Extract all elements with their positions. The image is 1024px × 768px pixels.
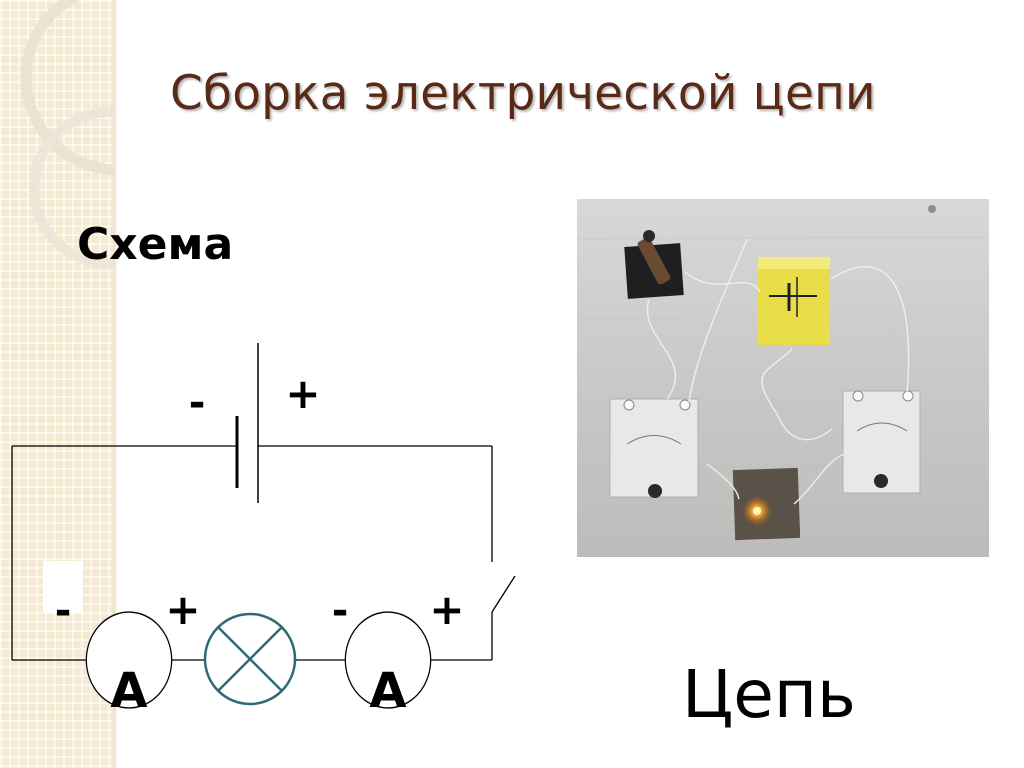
ammeter-1-letter: A [110,663,147,719]
label-backdrop [43,561,83,613]
ammeter-1-minus-label: - [55,588,72,634]
ammeter-2-circle [344,611,432,709]
decorative-side-strip [0,0,113,768]
decorative-rings [20,0,113,269]
switch-symbol [491,575,516,660]
circuit-photo-illustration [577,205,989,541]
ammeter-1-plus-label: + [165,585,200,634]
ammeter-2-letter: A [369,663,406,719]
slide-title: Сборка электрической цепи [170,66,876,121]
battery-symbol [235,343,259,503]
circuit-photo [577,199,989,557]
ammeter-1-circle [85,611,173,709]
photo-ammeter-right [842,390,921,494]
ammeter-2-plus-label: + [429,585,464,634]
scheme-label: Схема [77,219,234,270]
photo-lamp [732,467,801,541]
photo-switch [624,230,684,299]
battery-plus-label: + [285,369,320,418]
lamp-symbol [203,612,297,706]
strip-edge [113,0,117,768]
circuit-wires [11,445,493,661]
ammeter-2-minus-label: - [332,588,349,634]
battery-minus-label: - [189,380,206,426]
circuit-label: Цепь [682,656,856,733]
photo-ammeter-left [609,398,699,498]
photo-battery [758,257,830,345]
